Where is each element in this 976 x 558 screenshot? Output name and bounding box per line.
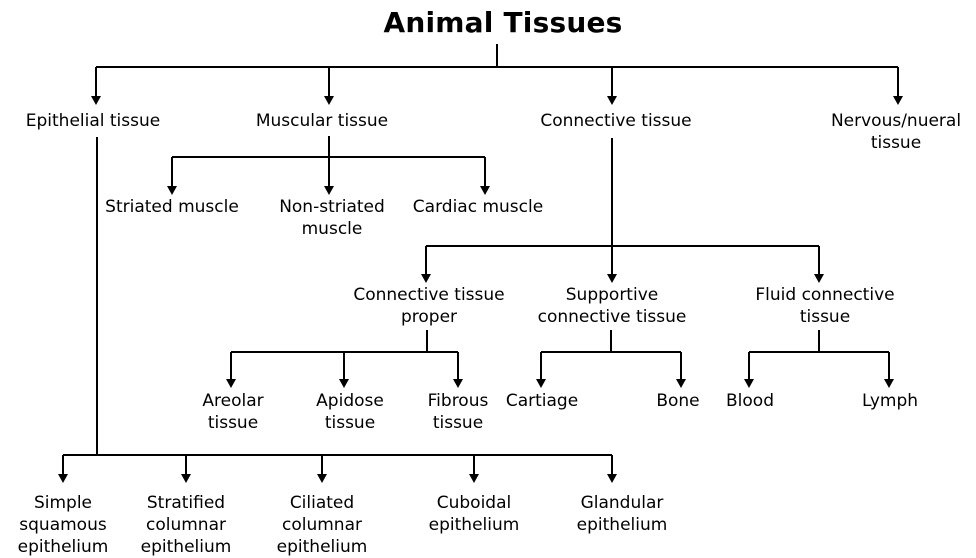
- node-label: Blood: [726, 391, 774, 411]
- node-label: Cardiac muscle: [412, 197, 544, 217]
- node-simple-squamous-epithelium: Simple squamous epithelium: [8, 492, 118, 558]
- node-bone: Bone: [643, 390, 713, 412]
- node-fibrous-tissue: Fibrous tissue: [413, 390, 503, 434]
- node-cardiac-muscle: Cardiac muscle: [398, 196, 558, 218]
- node-nervous-tissue: Nervous/nueral tissue: [816, 110, 976, 154]
- diagram-title: Animal Tissues: [383, 6, 623, 39]
- node-connective-tissue: Connective tissue: [516, 110, 716, 132]
- node-epithelial-tissue: Epithelial tissue: [3, 110, 183, 132]
- node-label: Striated muscle: [105, 197, 239, 217]
- node-label: tissue: [432, 413, 484, 433]
- node-label: tissue: [324, 413, 376, 433]
- node-label: Apidose: [316, 391, 384, 411]
- arrow-ct-proper: [421, 274, 431, 283]
- arrow-stratified-columnar: [181, 474, 191, 483]
- node-supportive-connective-tissue: Supportive connective tissue: [522, 284, 702, 328]
- node-striated-muscle: Striated muscle: [92, 196, 252, 218]
- node-stratified-columnar-epithelium: Stratified columnar epithelium: [131, 492, 241, 558]
- arrow-cuboidal: [469, 474, 479, 483]
- node-label: columnar: [146, 515, 226, 535]
- connector-epithelial: [62, 137, 613, 476]
- connector-connective: [425, 138, 820, 277]
- node-cuboidal-epithelium: Cuboidal epithelium: [414, 492, 534, 536]
- node-label: epithelium: [276, 537, 368, 557]
- arrow-simple-squamous: [58, 474, 68, 483]
- arrow-supportive: [607, 274, 617, 283]
- node-connective-tissue-proper: Connective tissue proper: [334, 284, 524, 328]
- arrow-ciliated-columnar: [317, 474, 327, 483]
- node-label: squamous: [19, 515, 107, 535]
- node-apidose-tissue: Apidose tissue: [305, 390, 395, 434]
- connector-supportive: [540, 330, 682, 382]
- node-label: epithelium: [576, 515, 668, 535]
- arrow-striated: [167, 186, 177, 195]
- node-label: Bone: [656, 391, 700, 411]
- node-label: Connective tissue: [540, 111, 692, 131]
- node-label: Areolar: [202, 391, 264, 411]
- node-label: Supportive: [565, 285, 659, 305]
- arrow-nervous: [893, 96, 903, 105]
- node-label: columnar: [282, 515, 362, 535]
- node-fluid-connective-tissue: Fluid connective tissue: [735, 284, 915, 328]
- node-label: epithelium: [140, 537, 232, 557]
- arrow-lymph: [884, 379, 894, 388]
- node-label: Non-striated: [279, 197, 385, 217]
- node-lymph: Lymph: [850, 390, 930, 412]
- node-cartiage: Cartiage: [497, 390, 587, 412]
- node-label: proper: [400, 307, 458, 327]
- node-muscular-tissue: Muscular tissue: [232, 110, 412, 132]
- node-glandular-epithelium: Glandular epithelium: [562, 492, 682, 536]
- node-label: Nervous/nueral: [830, 111, 962, 131]
- arrow-bone: [676, 379, 686, 388]
- node-label: Fibrous: [427, 391, 489, 411]
- node-label: Cartiage: [505, 391, 579, 411]
- arrow-connective: [607, 96, 617, 105]
- node-label: epithelium: [428, 515, 520, 535]
- node-label: Epithelial tissue: [25, 111, 161, 131]
- node-blood: Blood: [715, 390, 785, 412]
- node-label: epithelium: [17, 537, 109, 557]
- node-label: Connective tissue: [353, 285, 505, 305]
- node-label: Lymph: [861, 391, 919, 411]
- connector-ct-proper: [230, 330, 459, 382]
- arrow-fibrous: [453, 379, 463, 388]
- arrow-glandular: [607, 474, 617, 483]
- node-label: muscle: [301, 219, 363, 239]
- node-label: Cuboidal: [436, 493, 512, 513]
- node-label: tissue: [799, 307, 851, 327]
- connector-root: [95, 44, 899, 100]
- connector-fluid: [748, 330, 890, 382]
- arrow-epithelial: [91, 96, 101, 105]
- node-label: Ciliated: [289, 493, 355, 513]
- node-label: Glandular: [580, 493, 664, 513]
- node-label: Muscular tissue: [255, 111, 389, 131]
- node-label: Stratified: [146, 493, 226, 513]
- node-label: tissue: [207, 413, 259, 433]
- arrow-areolar: [226, 379, 236, 388]
- node-label: Simple: [33, 493, 93, 513]
- node-label: connective tissue: [537, 307, 687, 327]
- arrow-cardiac: [480, 186, 490, 195]
- arrow-non-striated: [324, 186, 334, 195]
- arrow-fluid: [814, 274, 824, 283]
- node-label: Fluid connective: [755, 285, 895, 305]
- node-ciliated-columnar-epithelium: Ciliated columnar epithelium: [267, 492, 377, 558]
- arrow-muscular: [324, 96, 334, 105]
- node-non-striated-muscle: Non-striated muscle: [262, 196, 402, 240]
- node-areolar-tissue: Areolar tissue: [188, 390, 278, 434]
- arrow-apidose: [339, 379, 349, 388]
- connector-muscular: [171, 136, 486, 189]
- node-label: tissue: [870, 133, 922, 153]
- arrow-blood: [744, 379, 754, 388]
- arrow-cartiage: [536, 379, 546, 388]
